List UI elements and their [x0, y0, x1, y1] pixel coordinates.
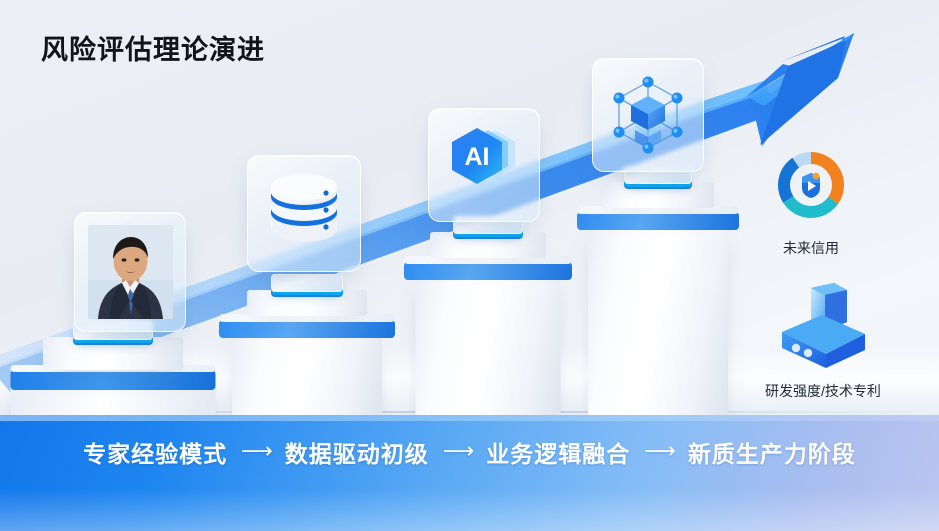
panel-stage-3: AI [428, 108, 540, 222]
pedestal-stage-3 [398, 216, 578, 420]
pedestal-3-blue-band [404, 262, 572, 280]
pedestal-1-top-block [42, 337, 183, 370]
feature-rnd: 研发强度/技术专利 [728, 282, 918, 401]
page-title: 风险评估理论演进 [41, 35, 265, 65]
pedestal-2-column [232, 330, 382, 420]
banner-stage-3: 业务逻辑融合 [486, 441, 631, 467]
pedestal-2-top-block [247, 290, 367, 316]
panel-stage-2 [247, 155, 361, 272]
banner-stage-2: 数据驱动初级 [284, 441, 429, 467]
arrow-separator-1: ⟶ [241, 438, 273, 463]
ai-hexagon-icon: AI [452, 128, 515, 184]
pedestal-3-rim [404, 256, 572, 264]
database-icon [271, 173, 337, 242]
server-monitor-icon [782, 283, 865, 368]
pedestal-1-base-blue [10, 370, 215, 390]
pedestal-4-rim [577, 206, 739, 214]
panel-stage-1 [74, 212, 186, 332]
pedestal-4-blue-band [577, 212, 739, 230]
donut-chart-icon [778, 152, 845, 219]
pedestal-4-top-block [602, 182, 714, 208]
pedestal-4-column [588, 222, 728, 420]
pedestal-stage-2 [212, 274, 402, 420]
portrait-photo-icon [87, 225, 173, 319]
pedestal-stage-4 [568, 166, 748, 420]
pedestal-stage-1 [10, 320, 215, 420]
pedestal-2-blue-band [219, 320, 395, 338]
banner-stage-4: 新质生产力阶段 [687, 441, 856, 467]
feature-rnd-label: 研发强度/技术专利 [765, 383, 881, 399]
feature-credit-label: 未来信用 [783, 240, 839, 256]
arrow-separator-3: ⟶ [644, 438, 676, 463]
panel-stage-4 [592, 58, 704, 172]
pedestal-3-top-block [430, 232, 546, 258]
feature-credit: 未来信用 [756, 143, 866, 258]
stage-progression: 专家经验模式 ⟶ 数据驱动初级 ⟶ 业务逻辑融合 ⟶ 新质生产力阶段 [0, 435, 939, 469]
ai-badge-text: AI [465, 143, 490, 171]
pedestal-2-rim [219, 314, 395, 322]
bottom-banner: 专家经验模式 ⟶ 数据驱动初级 ⟶ 业务逻辑融合 ⟶ 新质生产力阶段 [0, 415, 939, 531]
arrow-separator-2: ⟶ [442, 438, 475, 463]
pedestal-2-chip [271, 274, 343, 292]
pedestal-3-column [415, 272, 561, 420]
banner-stage-1: 专家经验模式 [83, 441, 228, 467]
network-nodes-icon [613, 76, 683, 154]
